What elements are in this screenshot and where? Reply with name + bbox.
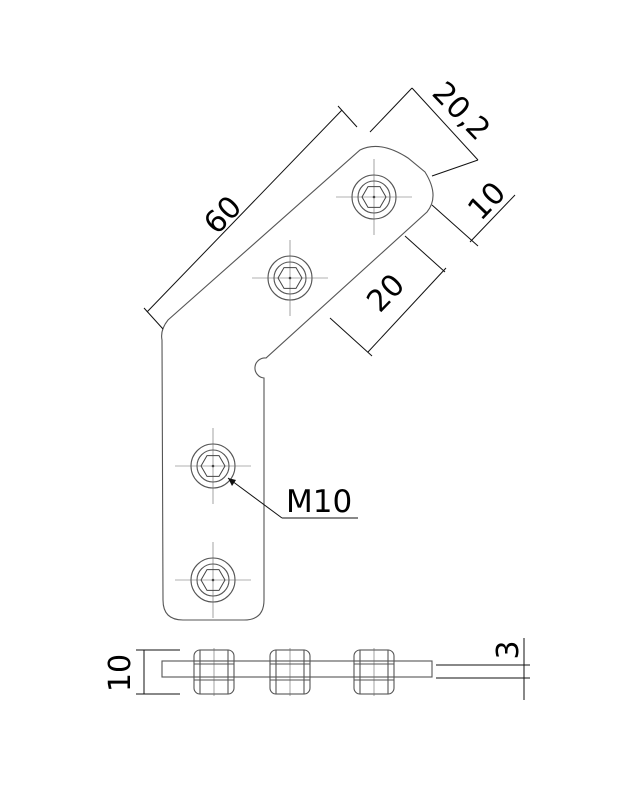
screw-holes [175, 159, 412, 618]
side-view: 10 3 [103, 638, 530, 700]
thread-callout-label: M10 [286, 484, 352, 520]
dimension-length-label: 60 [197, 190, 249, 242]
side-screw-1 [193, 648, 235, 696]
dimension-width: 20,2 [369, 75, 497, 177]
dimension-hole-spacing-label: 20 [360, 268, 412, 320]
screw-hole-4 [175, 542, 251, 618]
bracket-plate-outline [161, 145, 434, 621]
bracket-outline [161, 145, 434, 621]
dimension-thickness-label: 3 [491, 640, 526, 659]
thread-callout: M10 [227, 477, 358, 520]
side-screw-3 [353, 648, 395, 696]
screw-hole-1 [336, 159, 412, 235]
dimension-edge-offset-label: 10 [461, 176, 513, 228]
screw-hole-3 [175, 428, 251, 504]
dimension-hole-spacing: 20 [329, 268, 447, 357]
dimension-height-label: 10 [103, 654, 138, 692]
dimension-length: 60 [143, 105, 358, 330]
screw-hole-2 [252, 240, 328, 316]
dimension-width-label: 20,2 [425, 75, 497, 147]
side-screw-2 [269, 648, 311, 696]
dimension-edge-offset: 10 [404, 176, 516, 273]
